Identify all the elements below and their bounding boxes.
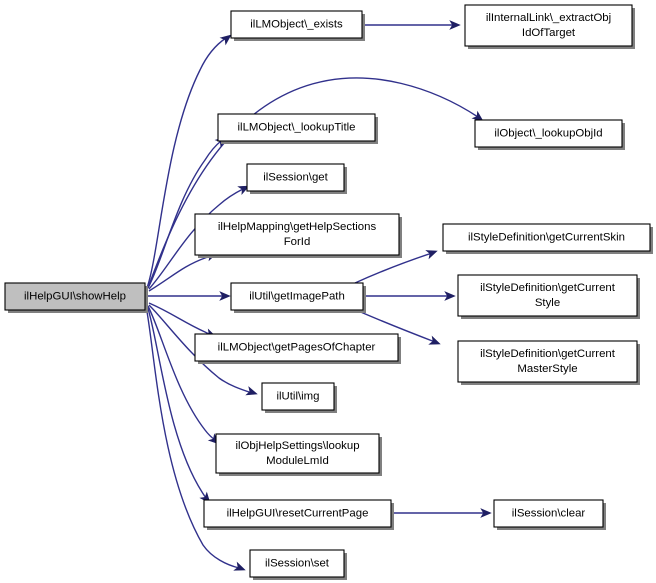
node-exists[interactable]: ilLMObject\_exists — [230, 10, 365, 41]
node-label: IdOfTarget — [522, 27, 576, 39]
node-label: ilLMObject\_lookupTitle — [238, 122, 356, 134]
edge-showHelp-to-utilImg — [148, 304, 258, 396]
node-currentSkin[interactable]: ilStyleDefinition\getCurrentSkin — [442, 223, 653, 254]
node-box[interactable] — [457, 274, 638, 317]
edge-line — [145, 305, 240, 569]
node-box[interactable] — [249, 549, 345, 578]
node-label: ilHelpMapping\getHelpSections — [218, 221, 377, 233]
arrow-head-icon — [233, 561, 246, 571]
arrow-head-icon — [237, 185, 250, 196]
node-box[interactable] — [194, 333, 399, 362]
node-box[interactable] — [203, 499, 392, 528]
node-label: ilSession\clear — [512, 508, 586, 520]
node-label: ilLMObject\getPagesOfChapter — [218, 342, 376, 354]
edge-line — [148, 77, 479, 286]
nodes-layer: ilHelpGUI\showHelp ilLMObject\_exists ilIn… — [4, 4, 653, 580]
edge-showHelp-to-getImagePath — [146, 291, 231, 301]
arrow-head-icon — [245, 386, 258, 396]
node-sessionGet[interactable]: ilSession\get — [246, 163, 347, 194]
edge-line — [354, 252, 433, 284]
node-box[interactable] — [464, 4, 633, 47]
edge-line — [148, 304, 253, 394]
edge-showHelp-to-exists — [146, 34, 232, 289]
node-label: ilStyleDefinition\getCurrent — [480, 348, 616, 360]
node-label: ilStyleDefinition\getCurrentSkin — [468, 232, 625, 244]
edge-showHelp-to-lookupObjId — [148, 77, 484, 286]
edge-exists-to-extractObjId — [363, 20, 461, 30]
node-lookupTitle[interactable]: ilLMObject\_lookupTitle — [217, 113, 378, 144]
edge-line — [148, 188, 244, 290]
node-label: ilUtil\getImagePath — [249, 291, 345, 303]
node-label: ForId — [284, 236, 311, 248]
node-label: ilObjHelpSettings\lookup — [235, 440, 359, 452]
node-label: ilLMObject\_exists — [250, 19, 343, 31]
edge-showHelp-to-lookupModuleLmId — [147, 305, 220, 445]
node-getImagePath[interactable]: ilUtil\getImagePath — [230, 282, 366, 313]
node-showHelp[interactable]: ilHelpGUI\showHelp — [4, 282, 148, 313]
node-label: ilHelpGUI\resetCurrentPage — [227, 508, 369, 520]
arrow-head-icon — [425, 250, 438, 260]
node-label: ilHelpGUI\showHelp — [24, 291, 126, 303]
node-utilImg[interactable]: ilUtil\img — [261, 382, 337, 413]
edge-line — [146, 37, 227, 289]
edge-line — [147, 305, 216, 441]
node-label: ModuleLmId — [266, 455, 329, 467]
edge-getImagePath-to-currentStyle — [364, 291, 456, 301]
arrow-head-icon — [444, 291, 456, 301]
node-label: ilInternalLink\_extractObj — [486, 12, 611, 24]
node-resetCurrentPage[interactable]: ilHelpGUI\resetCurrentPage — [203, 499, 394, 530]
node-pagesOfChapter[interactable]: ilLMObject\getPagesOfChapter — [194, 333, 401, 364]
node-box-root[interactable] — [4, 282, 146, 311]
node-box[interactable] — [217, 113, 376, 142]
node-box[interactable] — [194, 213, 400, 256]
node-box[interactable] — [261, 382, 335, 411]
edge-showHelp-to-sessionGet — [148, 185, 250, 290]
arrow-head-icon — [480, 508, 492, 518]
node-label: Style — [535, 297, 560, 309]
node-box[interactable] — [493, 499, 604, 528]
node-label: ilUtil\img — [276, 391, 319, 403]
arrow-head-icon — [471, 110, 484, 122]
node-box[interactable] — [215, 433, 380, 474]
node-box[interactable] — [230, 10, 363, 39]
arrow-head-icon — [428, 335, 441, 345]
node-sessionSet[interactable]: ilSession\set — [249, 549, 347, 580]
node-label: ilStyleDefinition\getCurrent — [480, 282, 616, 294]
edge-line — [146, 304, 208, 500]
node-label: ilObject\_lookupObjId — [494, 128, 602, 140]
node-sessionClear[interactable]: ilSession\clear — [493, 499, 606, 530]
node-box[interactable] — [442, 223, 651, 252]
node-label: ilSession\set — [265, 558, 330, 570]
edge-getImagePath-to-currentMasterStyle — [355, 309, 441, 345]
node-box[interactable] — [457, 340, 638, 383]
edge-getImagePath-to-currentSkin — [354, 250, 438, 284]
edge-showHelp-to-sessionSet — [145, 305, 246, 571]
node-box[interactable] — [230, 282, 364, 311]
node-label: MasterStyle — [517, 363, 577, 375]
edge-line — [147, 140, 222, 289]
edge-resetCurrentPage-to-sessionClear — [392, 508, 492, 518]
edge-line — [355, 309, 436, 343]
node-box[interactable] — [474, 119, 623, 148]
arrow-head-icon — [219, 34, 232, 46]
node-box[interactable] — [246, 163, 345, 192]
node-label: ilSession\get — [263, 172, 328, 184]
node-lookupObjId[interactable]: ilObject\_lookupObjId — [474, 119, 625, 150]
arrow-head-icon — [219, 291, 231, 301]
arrow-head-icon — [449, 20, 461, 30]
